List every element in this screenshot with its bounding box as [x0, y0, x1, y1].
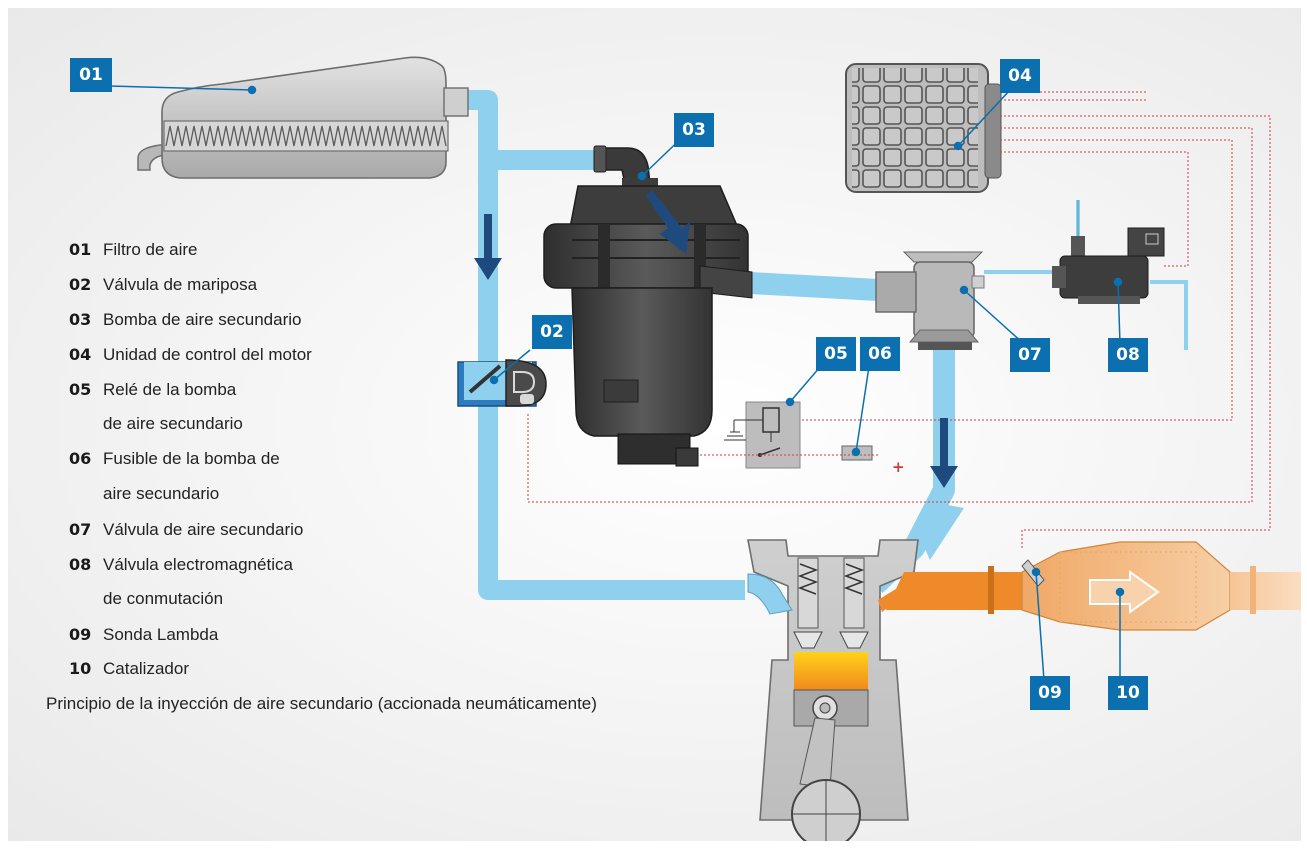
badge-04: 04 — [1000, 59, 1040, 93]
legend-number: 02 — [69, 275, 92, 294]
relay-and-fuse — [724, 401, 873, 469]
legend-label: Válvula de mariposa — [103, 275, 258, 294]
badge-08: 08 — [1108, 338, 1148, 372]
legend-label: de conmutación — [103, 589, 224, 608]
legend-item: 02 Válvula de mariposa — [69, 275, 257, 295]
legend-item-continuation: aire secundario — [103, 484, 219, 504]
legend-label: Fusible de la bomba de — [103, 449, 280, 468]
legend-number: 01 — [69, 240, 92, 259]
badge-06: 06 — [860, 337, 900, 371]
legend-label: Unidad de control del motor — [103, 345, 312, 364]
secondary-air-pump — [543, 145, 753, 467]
flow-arrows — [474, 190, 958, 488]
legend-number: 06 — [69, 449, 92, 468]
badge-02: 02 — [532, 315, 572, 349]
badge-05: 05 — [816, 337, 856, 371]
injection-duct-bend — [920, 504, 964, 560]
intake-flow-arrow — [474, 214, 502, 280]
legend-label: Relé de la bomba — [103, 380, 237, 399]
legend-label: aire secundario — [103, 484, 220, 503]
intake-duct — [468, 90, 745, 600]
air-filter — [137, 56, 469, 179]
badge-09: 09 — [1030, 676, 1070, 710]
badge-10: 10 — [1108, 676, 1148, 710]
secondary-air-diagram: + — [107, 56, 1301, 841]
legend-label: Válvula electromagnética — [103, 555, 293, 574]
legend-item: 05 Relé de la bomba — [69, 380, 236, 400]
legend-label: de aire secundario — [103, 414, 243, 433]
legend-label: Sonda Lambda — [103, 625, 219, 644]
badge-03: 03 — [674, 113, 714, 147]
engine-cylinder — [747, 539, 919, 841]
legend-number: 10 — [69, 659, 92, 678]
legend-item: 04 Unidad de control del motor — [69, 345, 312, 365]
legend-number: 05 — [69, 380, 92, 399]
legend-item: 06 Fusible de la bomba de — [69, 449, 280, 469]
engine-control-unit — [845, 63, 1002, 193]
legend-number: 09 — [69, 625, 92, 644]
legend-item: 03 Bomba de aire secundario — [69, 310, 301, 330]
plus-terminal-label: + — [892, 458, 905, 476]
legend-label: Catalizador — [103, 659, 189, 678]
exhaust-system — [886, 541, 1301, 631]
legend-item: 01 Filtro de aire — [69, 240, 197, 260]
legend-label: Válvula de aire secundario — [103, 520, 304, 539]
legend-item-continuation: de aire secundario — [103, 414, 243, 434]
pump-outlet-duct — [749, 272, 879, 301]
legend-item: 09 Sonda Lambda — [69, 625, 218, 645]
diagram-caption: Principio de la inyección de aire secund… — [46, 694, 597, 713]
legend-item: 08 Válvula electromagnética — [69, 555, 293, 575]
legend-label: Bomba de aire secundario — [103, 310, 302, 329]
legend-number: 03 — [69, 310, 92, 329]
solenoid-valve — [984, 200, 1188, 350]
injection-flow-arrow — [930, 418, 958, 488]
legend-item-continuation: de conmutación — [103, 589, 223, 609]
legend-item: 10 Catalizador — [69, 659, 189, 679]
legend-item: 07 Válvula de aire secundario — [69, 520, 303, 540]
legend-number: 08 — [69, 555, 92, 574]
throttle-valve — [457, 359, 547, 407]
pump-flow-arrow — [646, 190, 690, 254]
secondary-air-valve — [875, 251, 985, 350]
legend-number: 04 — [69, 345, 92, 364]
legend-number: 07 — [69, 520, 92, 539]
badge-07: 07 — [1010, 338, 1050, 372]
badge-01: 01 — [70, 58, 112, 92]
legend-label: Filtro de aire — [103, 240, 198, 259]
